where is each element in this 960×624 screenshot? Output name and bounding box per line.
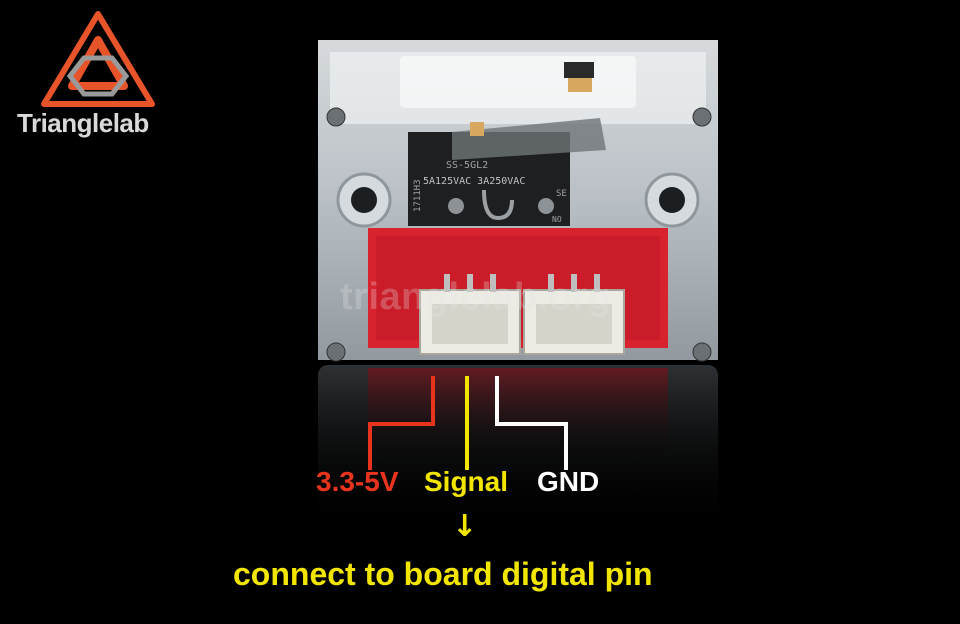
case-reflection (318, 365, 718, 535)
svg-text:1711H3: 1711H3 (413, 179, 423, 212)
svg-text:NO: NO (552, 215, 562, 224)
svg-text:5A125VAC 3A250VAC: 5A125VAC 3A250VAC (423, 176, 525, 187)
micro-switch: 5A125VAC 3A250VAC SS-5GL2 1711H3 SE NO (408, 118, 606, 226)
svg-text:SS-5GL2: SS-5GL2 (446, 160, 488, 171)
watermark: trianglelab.org (340, 276, 612, 318)
pin-label-signal: Signal (424, 466, 509, 497)
wiring-caption: connect to board digital pin (233, 556, 653, 592)
pin-label-gnd: GND (537, 466, 600, 497)
wiring-lines (368, 376, 568, 470)
pcb-board (368, 228, 668, 355)
svg-text:SE: SE (556, 189, 567, 199)
vcc-wire (368, 376, 435, 470)
down-arrow-icon: ↓ (452, 509, 478, 544)
trianglelab-logo (41, 11, 155, 107)
gnd-wire (495, 376, 568, 470)
pin-label-vcc: 3.3-5V (316, 466, 399, 497)
brand-name: Trianglelab (17, 108, 149, 138)
